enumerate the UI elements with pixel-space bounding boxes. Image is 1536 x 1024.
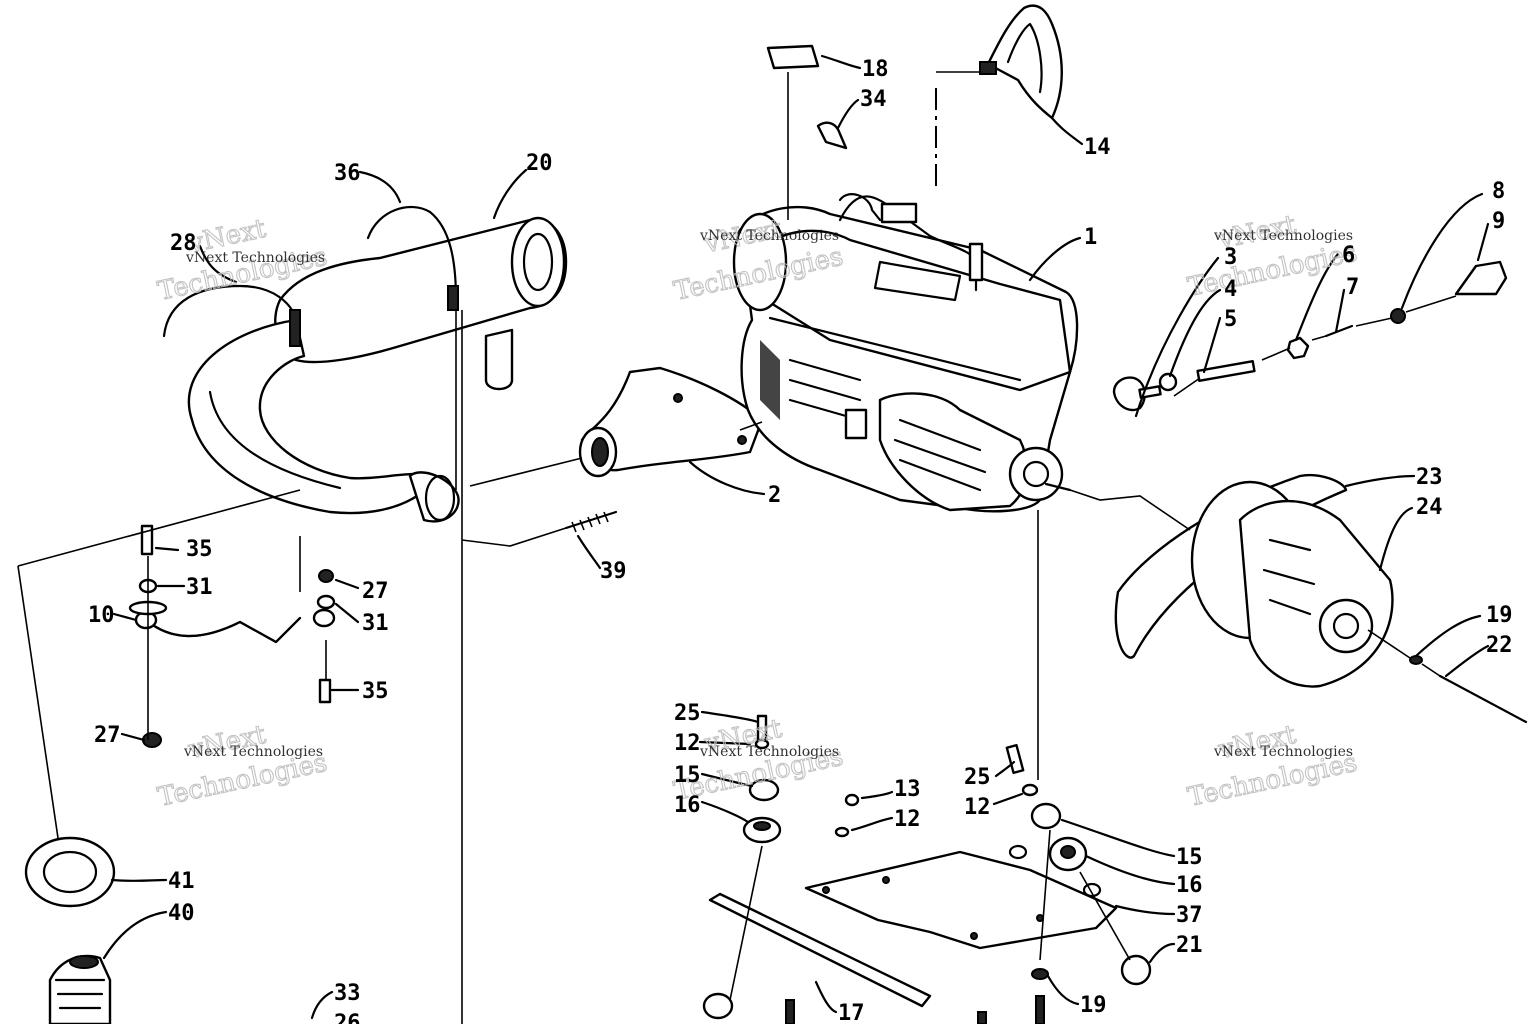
callout-6: 6 [1342,243,1355,268]
washer-12c [1021,783,1039,797]
callout-27: 27 [362,579,389,604]
engine-block [732,193,1079,513]
callout-25: 25 [964,765,991,790]
callout-35: 35 [186,537,213,562]
watermark: vNext Technologies vNext Technologies vN… [155,209,1361,813]
callout-41: 41 [168,869,195,894]
callout-8: 8 [1492,179,1505,204]
callout-5: 5 [1224,307,1237,332]
callout-20: 20 [526,151,553,176]
callout-12: 12 [964,795,991,820]
callout-9: 9 [1492,209,1505,234]
watermark-technologies: Technologies [1185,238,1360,303]
wire-clip [816,121,848,150]
callout-37: 37 [1176,903,1203,928]
watermark-text: vNext Technologies [699,744,839,760]
callout-31: 31 [186,575,213,600]
leader-lines [102,54,1490,1020]
decal [766,44,820,70]
clutch-bolt [1438,674,1528,724]
callout-19: 19 [1080,993,1107,1018]
callout-4: 4 [1224,277,1237,302]
bolt-lower-2 [977,1011,987,1024]
exhaust-manifold [578,366,764,478]
callout-2: 2 [768,483,781,508]
bolt-25b [1005,743,1025,775]
mount-15b [1030,802,1062,830]
bolt-35b [318,678,332,704]
engine-mount-hardware [1112,260,1508,412]
bolt-35a [140,524,154,556]
watermark-text: vNext Technologies [1213,228,1353,244]
washer-31b [316,594,336,610]
washer-19b [1031,968,1049,980]
callout-25: 25 [674,701,701,726]
watermark-text: vNext Technologies [185,250,325,266]
mount-21 [1120,954,1152,986]
callout-16: 16 [1176,873,1203,898]
callout-13: 13 [894,777,921,802]
callout-12: 12 [894,807,921,832]
callout-16: 16 [674,793,701,818]
mount-16a-hole [753,821,771,831]
watermark-text: vNext Technologies [1213,744,1353,760]
callout-22: 22 [1486,633,1513,658]
gasket-and-boot [24,836,116,1024]
bolt-lower-3 [785,999,795,1024]
exhaust-stud [564,510,618,533]
callout-31: 31 [362,611,389,636]
callout-40: 40 [168,901,195,926]
mount-lower-left [702,992,734,1020]
callout-34: 34 [860,87,887,112]
assembly-lines [17,71,1457,1024]
nut-13 [844,793,860,807]
callout-27: 27 [94,723,121,748]
mount-rail [708,892,932,1008]
callout-28: 28 [170,231,197,256]
callout-10: 10 [88,603,115,628]
callout-18: 18 [862,57,889,82]
clutch-washer [1409,655,1423,665]
watermark-text: vNext Technologies [699,228,839,244]
mount-15a [748,778,780,802]
callout-35: 35 [362,679,389,704]
callout-17: 17 [838,1001,865,1024]
engine-mount-plate [804,844,1118,950]
washer-12a [754,738,770,750]
lift-handle [979,4,1063,120]
callout-39: 39 [600,559,627,584]
nut-27a [318,569,334,583]
callout-labels: 18 34 14 1 2 20 36 28 3 4 5 6 7 8 9 23 2… [88,57,1513,1024]
drive-clutch [1114,473,1394,688]
callout-24: 24 [1416,495,1443,520]
callout-3: 3 [1224,245,1237,270]
callout-1: 1 [1084,225,1097,250]
callout-12: 12 [674,731,701,756]
callout-19: 19 [1486,603,1513,628]
callout-15: 15 [674,763,701,788]
callout-15: 15 [1176,845,1203,870]
muffler-bracket [128,600,336,644]
callout-26: 26 [334,1011,361,1024]
mount-16b-hole [1060,845,1076,859]
muffler-assembly [162,205,568,523]
callout-7: 7 [1346,275,1359,300]
callout-21: 21 [1176,933,1203,958]
callout-33: 33 [334,981,361,1006]
washer-12b [834,826,850,838]
callout-23: 23 [1416,465,1443,490]
watermark-text: vNext Technologies [183,744,323,760]
callout-14: 14 [1084,135,1111,160]
nut-27b [142,732,162,748]
bolt-lower [1035,995,1045,1024]
callout-36: 36 [334,161,361,186]
